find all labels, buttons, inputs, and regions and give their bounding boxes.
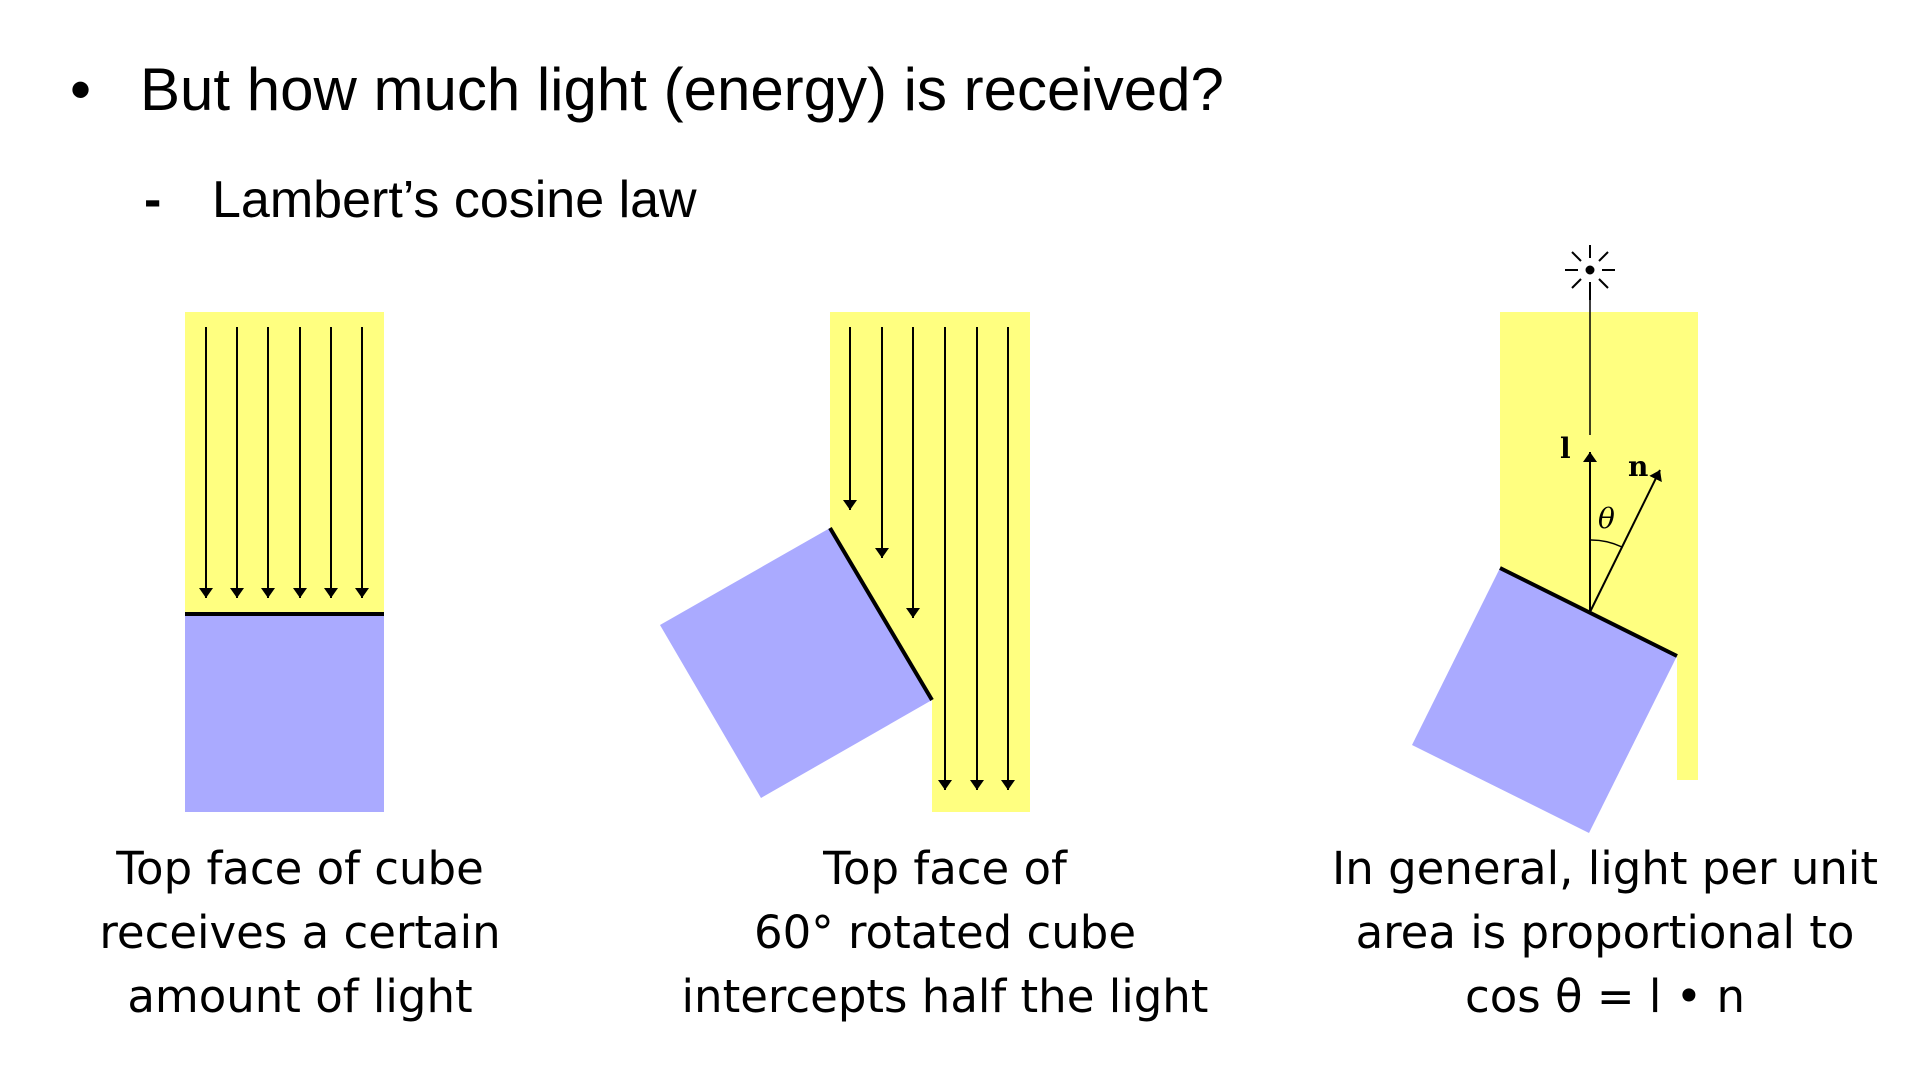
bullet-text: But how much light (energy) is received? bbox=[140, 56, 1224, 123]
sub-bullet-symbol: - bbox=[144, 171, 162, 229]
label-theta: θ bbox=[1598, 502, 1615, 535]
bullet-symbol: • bbox=[70, 56, 92, 123]
cube-3 bbox=[1412, 568, 1677, 833]
caption-3-line: area is proportional to bbox=[1355, 906, 1855, 959]
diagram-3: l n θ bbox=[1412, 245, 1698, 833]
caption-3-line: In general, light per unit bbox=[1331, 842, 1879, 895]
caption-2-line: intercepts half the light bbox=[681, 970, 1209, 1023]
caption-1-line: amount of light bbox=[127, 970, 473, 1023]
diagram-2 bbox=[660, 312, 1030, 812]
theta-arc bbox=[1589, 539, 1623, 548]
cube-2 bbox=[660, 528, 932, 798]
cube-2-top-face bbox=[828, 526, 934, 702]
light-rays-2 bbox=[843, 327, 1015, 790]
sub-bullet-text: Lambert’s cosine law bbox=[212, 171, 697, 229]
caption-2-line: Top face of bbox=[823, 842, 1067, 895]
label-n: n bbox=[1628, 450, 1648, 483]
light-beam-2 bbox=[830, 312, 1030, 812]
diagram-1 bbox=[185, 312, 384, 812]
vector-n bbox=[1589, 469, 1662, 613]
light-beam-3 bbox=[1500, 312, 1698, 780]
caption-3-line: cos θ = l • n bbox=[1464, 970, 1746, 1023]
caption-1-line: Top face of cube bbox=[116, 842, 484, 895]
light-rays-1 bbox=[199, 327, 369, 598]
cube-3-top-face bbox=[1499, 566, 1678, 658]
caption-2: Top face of 60° rotated cube intercepts … bbox=[655, 837, 1235, 1029]
cube-1 bbox=[185, 614, 384, 812]
caption-1-line: receives a certain bbox=[99, 906, 501, 959]
light-beam-1 bbox=[185, 312, 384, 614]
caption-3: In general, light per unit area is propo… bbox=[1300, 837, 1910, 1029]
sub-bullet: -Lambert’s cosine law bbox=[144, 168, 697, 232]
caption-1: Top face of cube receives a certain amou… bbox=[60, 837, 540, 1029]
label-l: l bbox=[1560, 432, 1571, 465]
caption-2-line: 60° rotated cube bbox=[753, 906, 1137, 959]
bullet-heading: • But how much light (energy) is received… bbox=[70, 52, 1224, 128]
